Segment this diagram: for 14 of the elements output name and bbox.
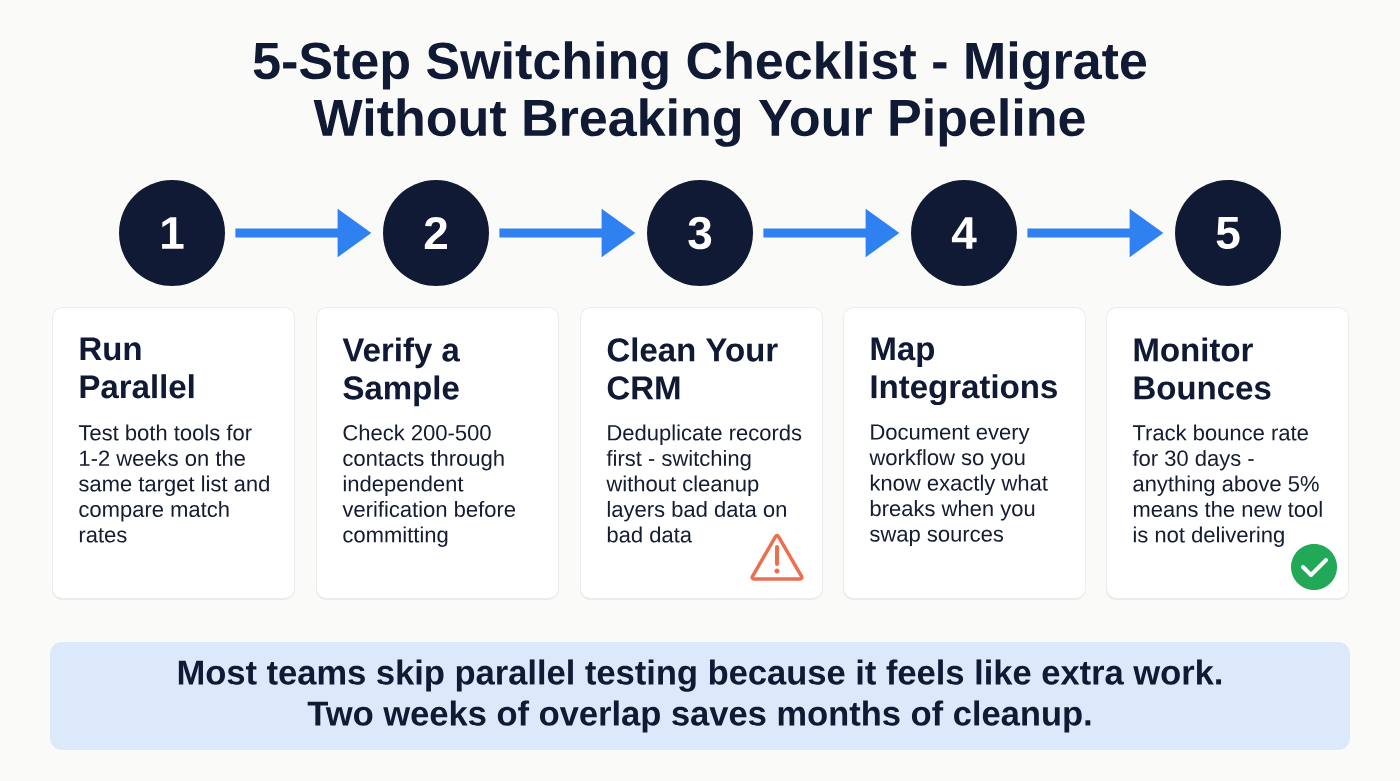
- step-card: [580, 307, 823, 600]
- callout-banner: Most teams skip parallel testing because it feels like extra work. Two weeks of overlap saves months of cleanup.: [50, 642, 1351, 750]
- step-card: [1106, 307, 1349, 600]
- card-text: Check 200-500 contacts through independent verification before committing: [342, 424, 516, 547]
- card-heading: Verify a Sample: [342, 337, 460, 407]
- card-heading: Map Integrations: [871, 337, 1057, 406]
- card-heading: Run Parallel: [80, 337, 194, 399]
- title: 5-Step Switching Checklist - Migrate Without Breaking Your Pipeline: [253, 41, 1147, 147]
- card-heading: Clean Your CRM: [607, 337, 778, 400]
- card-text: Track bounce rate for 30 days - anything above 5% means the new tool is not delivering: [1132, 424, 1322, 547]
- card-text: Document every workflow so you know exactly what breaks when you swap sources: [869, 424, 1048, 547]
- card-text: Test both tools for 1-2 weeks on the same target list and compare match rates: [78, 424, 269, 543]
- card-text: Deduplicate records first - switching without cleanup layers bad data on bad data: [606, 424, 802, 543]
- card-heading: Monitor Bounces: [1134, 337, 1271, 400]
